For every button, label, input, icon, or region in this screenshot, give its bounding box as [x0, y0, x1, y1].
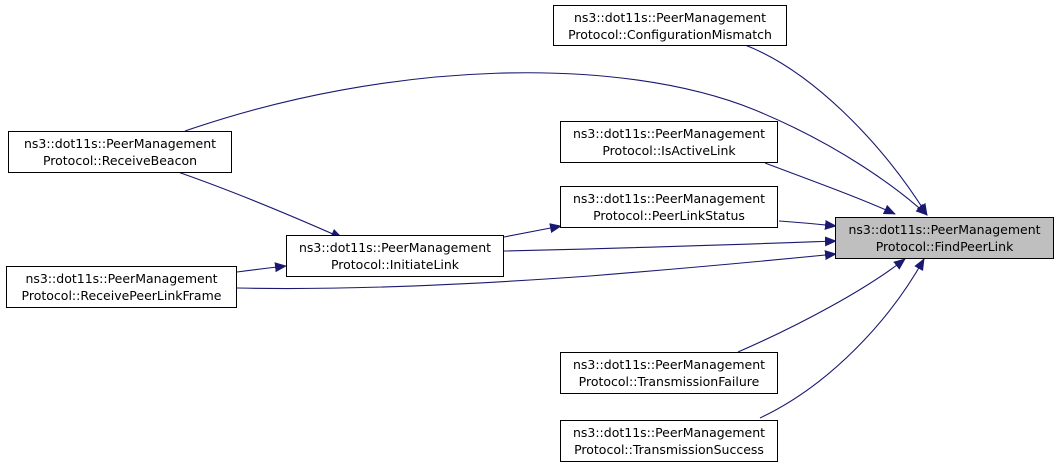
node-peer-link-status[interactable]: ns3::dot11s::PeerManagement Protocol::Pe…	[560, 186, 778, 228]
node-configuration-mismatch[interactable]: ns3::dot11s::PeerManagement Protocol::Co…	[553, 5, 787, 46]
node-label-line1: ns3::dot11s::PeerManagement	[572, 126, 766, 141]
node-label-line2: Protocol::ReceivePeerLinkFrame	[21, 288, 222, 303]
node-label-line1: ns3::dot11s::PeerManagement	[298, 240, 492, 255]
node-label-line2: Protocol::FindPeerLink	[875, 239, 1014, 254]
node-label-line2: Protocol::ConfigurationMismatch	[568, 26, 772, 42]
node-label-line2: Protocol::ReceiveBeacon	[42, 153, 198, 168]
node-label-line1: ns3::dot11s::PeerManagement	[572, 357, 766, 372]
node-label-line2: Protocol::TransmissionFailure	[578, 374, 760, 389]
node-label-line1: ns3::dot11s::PeerManagement	[572, 425, 766, 440]
edge-transmission-failure-to-find-peer-link	[737, 258, 906, 353]
edge-transmission-success-to-find-peer-link	[759, 258, 925, 419]
node-transmission-success[interactable]: ns3::dot11s::PeerManagement Protocol::Tr…	[560, 420, 778, 462]
node-label-line1: ns3::dot11s::PeerManagement	[23, 136, 217, 151]
node-initiate-link[interactable]: ns3::dot11s::PeerManagement Protocol::In…	[286, 235, 504, 277]
edge-is-active-link-to-find-peer-link	[764, 162, 896, 215]
edge-initiate-link-to-find-peer-link	[503, 236, 837, 252]
edge-receive-beacon-to-initiate-link	[174, 170, 343, 239]
node-receive-peer-link-frame[interactable]: ns3::dot11s::PeerManagement Protocol::Re…	[6, 266, 237, 308]
node-transmission-failure[interactable]: ns3::dot11s::PeerManagement Protocol::Tr…	[560, 352, 778, 394]
edge-peer-link-status-to-find-peer-link	[778, 219, 837, 230]
node-is-active-link[interactable]: ns3::dot11s::PeerManagement Protocol::Is…	[560, 121, 778, 163]
node-label-line2: Protocol::TransmissionSuccess	[574, 442, 764, 457]
node-label-line1: ns3::dot11s::PeerManagement	[573, 9, 767, 25]
node-label-line2: Protocol::InitiateLink	[330, 257, 460, 272]
node-label-line2: Protocol::PeerLinkStatus	[593, 208, 745, 223]
node-label-line1: ns3::dot11s::PeerManagement	[25, 271, 218, 286]
node-label-line2: Protocol::IsActiveLink	[602, 143, 736, 158]
edge-receive-peer-link-frame-to-initiate-link	[236, 262, 287, 273]
edge-receive-beacon-to-find-peer-link	[184, 72, 928, 216]
edge-initiate-link-to-peer-link-status	[503, 223, 562, 238]
edge-receive-peer-link-frame-to-find-peer-link	[236, 250, 837, 290]
node-find-peer-link: ns3::dot11s::PeerManagement Protocol::Fi…	[835, 217, 1054, 259]
edge-configuration-mismatch-to-find-peer-link	[744, 44, 928, 216]
node-receive-beacon[interactable]: ns3::dot11s::PeerManagement Protocol::Re…	[8, 131, 232, 173]
node-label-line1: ns3::dot11s::PeerManagement	[572, 191, 766, 206]
node-label-line1: ns3::dot11s::PeerManagement	[848, 222, 1041, 237]
